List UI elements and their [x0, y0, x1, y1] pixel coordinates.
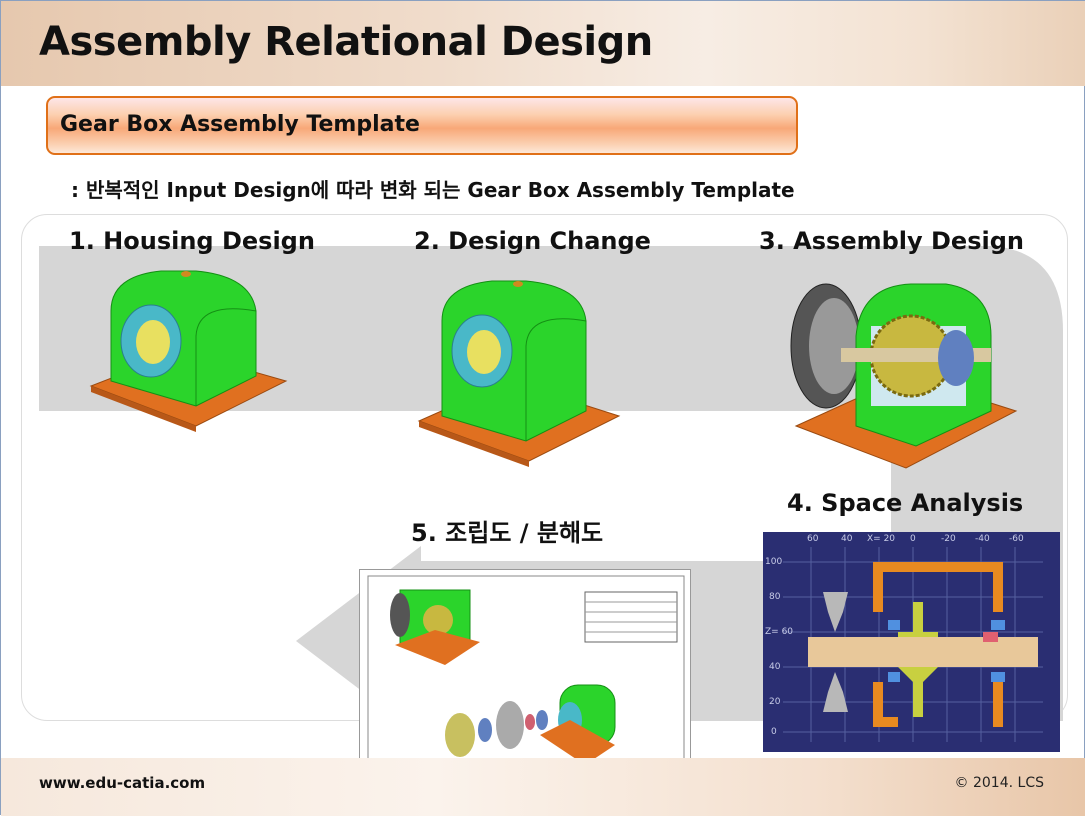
- assembly-design-image: [790, 283, 1018, 469]
- step-housing-design: 1. Housing Design: [69, 227, 315, 255]
- z-tick: 100: [765, 557, 783, 567]
- x-tick: 60: [807, 534, 819, 544]
- section-title-box: Gear Box Assembly Template: [46, 96, 798, 155]
- step-assembly-drawing: 5. 조립도 / 분해도: [411, 519, 604, 547]
- z-tick: 40: [769, 662, 781, 672]
- step-assembly-design: 3. Assembly Design: [759, 227, 1024, 255]
- z-tick: 80: [769, 592, 781, 602]
- section-subtitle: : 반복적인 Input Design에 따라 변화 되는 Gear Box A…: [71, 178, 795, 202]
- step-design-change: 2. Design Change: [414, 227, 651, 255]
- z-tick: 20: [769, 697, 781, 707]
- slide-title: Assembly Relational Design: [39, 19, 653, 65]
- x-tick: -40: [975, 534, 990, 544]
- space-analysis-image: 60 40 X= 20 0 -20 -40 -60 100 80 Z= 60 4…: [763, 532, 1060, 752]
- z-tick: 0: [771, 727, 777, 737]
- x-tick: 40: [841, 534, 853, 544]
- x-tick: -60: [1009, 534, 1024, 544]
- x-tick: -20: [941, 534, 956, 544]
- z-tick: Z= 60: [765, 627, 794, 637]
- step-space-analysis: 4. Space Analysis: [787, 489, 1024, 517]
- slide-header: Assembly Relational Design: [1, 1, 1085, 86]
- x-tick: X= 20: [867, 534, 896, 544]
- section-title: Gear Box Assembly Template: [60, 112, 420, 137]
- slide-footer: www.edu-catia.com © 2014. LCS: [1, 758, 1085, 816]
- footer-copyright: © 2014. LCS: [954, 775, 1044, 791]
- design-change-image: [417, 280, 621, 467]
- x-tick: 0: [910, 534, 916, 544]
- footer-url: www.edu-catia.com: [39, 774, 206, 792]
- housing-design-image: [89, 270, 288, 432]
